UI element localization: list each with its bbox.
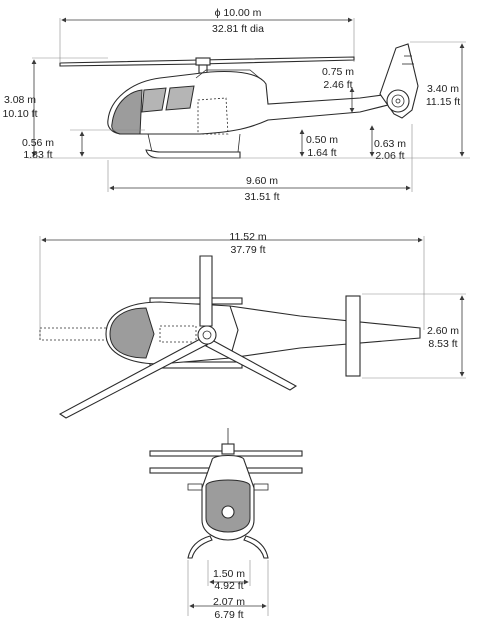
ground-clearance-imperial: 1.64 ft: [307, 147, 336, 159]
overall-width-metric: 2.07 m: [213, 596, 245, 608]
skid-track-metric: 1.50 m: [213, 568, 245, 580]
rotor-diameter-metric: ϕ 10.00 m: [215, 7, 262, 19]
tail-rotor-height-imperial: 2.46 ft: [323, 79, 352, 91]
tail-clearance-metric: 0.63 m: [374, 138, 406, 150]
cabin-height-imperial: 10.10 ft: [2, 108, 37, 120]
stabilizer-span-metric: 2.60 m: [427, 325, 459, 337]
skid-height-imperial: 1.83 ft: [23, 149, 52, 161]
ground-clearance-metric: 0.50 m: [306, 134, 338, 146]
tail-rotor-height-metric: 0.75 m: [322, 66, 354, 78]
tail-clearance-imperial: 2.06 ft: [375, 150, 404, 162]
stabilizer-span-imperial: 8.53 ft: [428, 338, 457, 350]
front-view: 1.50 m 4.92 ft 2.07 m 6.79 ft: [149, 428, 303, 621]
skid-height-metric: 0.56 m: [22, 137, 54, 149]
overall-length-metric: 11.52 m: [229, 231, 266, 243]
top-view: 11.52 m 37.79 ft: [39, 231, 466, 419]
side-view-helicopter-icon: [59, 43, 419, 159]
cabin-height-metric: 3.08 m: [4, 94, 36, 106]
overall-height-imperial: 11.15 ft: [426, 96, 460, 108]
fuselage-length-metric: 9.60 m: [246, 175, 278, 187]
overall-width-imperial: 6.79 ft: [214, 609, 243, 621]
overall-length-imperial: 37.79 ft: [230, 244, 265, 256]
side-view: ϕ 10.00 m 32.81 ft dia: [2, 7, 470, 203]
skid-track-imperial: 4.92 ft: [214, 580, 243, 592]
top-view-helicopter-icon: [39, 255, 421, 419]
overall-height-metric: 3.40 m: [427, 83, 459, 95]
fuselage-length-imperial: 31.51 ft: [244, 191, 279, 203]
front-view-helicopter-icon: [149, 428, 303, 559]
rotor-diameter-imperial: 32.81 ft dia: [212, 23, 264, 35]
